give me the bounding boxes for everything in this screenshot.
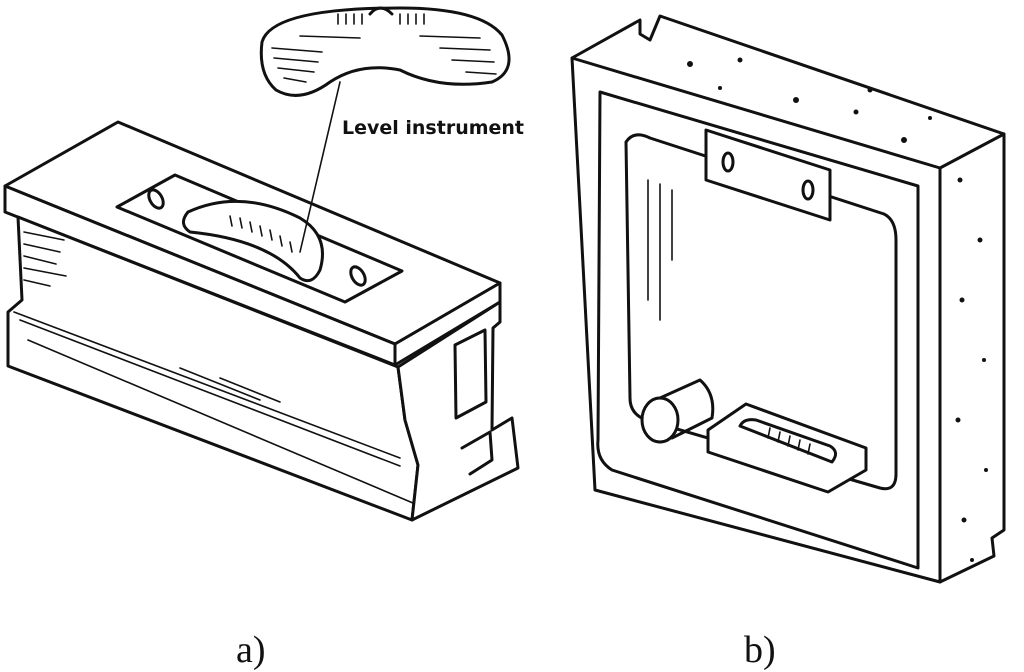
frame-level-inner-recess <box>624 133 898 491</box>
callout-leader-line <box>299 81 341 253</box>
frame-level-bottom-vial-block <box>706 402 868 494</box>
frame-level-cylinder <box>640 396 680 444</box>
callout-label: Level instrument <box>342 117 524 139</box>
vial-detail-liquid-hatching <box>271 35 497 83</box>
bar-level-side-hatching <box>23 231 281 403</box>
vial-detail-drawing <box>259 6 511 97</box>
caption-a: a) <box>236 629 266 671</box>
bar-level-end-profile <box>396 300 520 522</box>
frame-level-block-hole-right <box>801 179 815 201</box>
vial-detail-outline <box>259 6 511 97</box>
frame-level-left-wall-hatching <box>647 179 673 321</box>
bar-level-end-notch <box>453 328 488 420</box>
bar-level-screw-hole-left <box>147 188 165 210</box>
frame-level-top-block <box>704 128 832 222</box>
vial-detail-scale <box>337 13 425 25</box>
bar-level-ridge-lines <box>13 311 421 507</box>
bar-level-drawing <box>3 120 520 522</box>
frame-level-block-hole-left <box>721 151 735 173</box>
bar-level-vial <box>182 199 324 283</box>
frame-level-cylinder-body <box>658 378 715 440</box>
frame-level-bottom-vial <box>738 418 837 464</box>
frame-level-drawing <box>570 14 1006 584</box>
caption-b: b) <box>744 629 776 671</box>
frame-level-texture-dots <box>687 57 988 562</box>
bar-level-vial-scale <box>229 215 293 253</box>
frame-level-inner-window <box>596 90 920 570</box>
bar-level-foot-notch <box>460 430 494 476</box>
frame-level-bottom-vial-scale <box>767 427 811 455</box>
bar-level-screw-hole-right <box>349 265 367 287</box>
vial-detail-bubble <box>368 6 394 16</box>
frame-level-side-edge <box>938 132 1006 170</box>
